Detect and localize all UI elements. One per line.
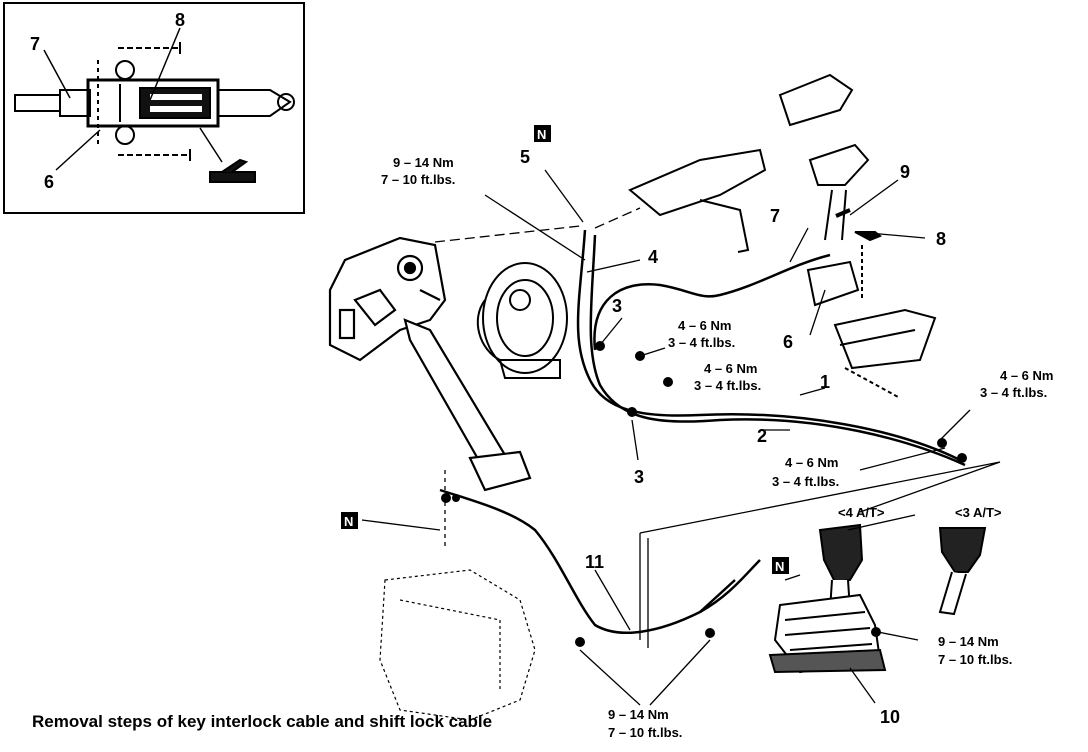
torque-bottom-nm: 9 – 14 Nm	[608, 707, 669, 722]
inset-detail	[3, 2, 305, 214]
inset-label-7: 7	[30, 34, 40, 54]
part-label-10: 10	[880, 707, 900, 727]
ignition-key-cylinder	[476, 262, 568, 379]
shift-lever-3at	[938, 527, 987, 616]
svg-text:N: N	[775, 559, 784, 574]
torque-bottom-ftlbs: 7 – 10 ft.lbs.	[608, 725, 682, 740]
upper-brackets	[628, 73, 870, 253]
part-label-7: 7	[770, 206, 780, 226]
torque-center-nm: 4 – 6 Nm	[785, 455, 838, 470]
torque-right-ftlbs: 3 – 4 ft.lbs.	[980, 385, 1047, 400]
inset-label-8: 8	[175, 10, 185, 30]
shift-lever-4at	[768, 523, 887, 674]
svg-text:N: N	[537, 127, 546, 142]
variant-4at-label: <4 A/T>	[838, 505, 885, 520]
torque-lever-ftlbs: 7 – 10 ft.lbs.	[938, 652, 1012, 667]
torque-mid-a-ftlbs: 3 – 4 ft.lbs.	[668, 335, 735, 350]
part-label-6: 6	[783, 332, 793, 352]
svg-text:N: N	[344, 514, 353, 529]
torque-mid-a-nm: 4 – 6 Nm	[678, 318, 731, 333]
part-label-11: 11	[585, 552, 604, 572]
neutral-marker-3: N	[772, 557, 789, 574]
torque-top-left-nm: 9 – 14 Nm	[393, 155, 454, 170]
torque-right-nm: 4 – 6 Nm	[1000, 368, 1053, 383]
torque-lever-nm: 9 – 14 Nm	[938, 634, 999, 649]
torque-mid-b-ftlbs: 3 – 4 ft.lbs.	[694, 378, 761, 393]
torque-top-left-ftlbs: 7 – 10 ft.lbs.	[381, 172, 455, 187]
part-label-5: 5	[520, 147, 530, 167]
diagram-caption: Removal steps of key interlock cable and…	[32, 712, 493, 731]
transmission-housing	[379, 569, 536, 721]
neutral-marker-2: N	[341, 512, 358, 529]
shift-lock-solenoid	[806, 208, 937, 399]
part-label-1: 1	[820, 372, 830, 392]
part-label-8: 8	[936, 229, 946, 249]
bolts	[441, 341, 967, 647]
part-label-9: 9	[900, 162, 910, 182]
leader-lines	[361, 169, 1001, 706]
part-label-4: 4	[648, 247, 658, 267]
cables	[439, 229, 966, 635]
torque-mid-b-nm: 4 – 6 Nm	[704, 361, 757, 376]
part-label-3-upper: 3	[612, 296, 622, 316]
neutral-marker-1: N	[534, 125, 551, 142]
torque-center-ftlbs: 3 – 4 ft.lbs.	[772, 474, 839, 489]
inset-label-6: 6	[44, 172, 54, 192]
part-label-3-lower: 3	[634, 467, 644, 487]
brake-pedal-assembly	[328, 236, 532, 492]
part-label-2: 2	[757, 426, 767, 446]
variant-3at-label: <3 A/T>	[955, 505, 1002, 520]
